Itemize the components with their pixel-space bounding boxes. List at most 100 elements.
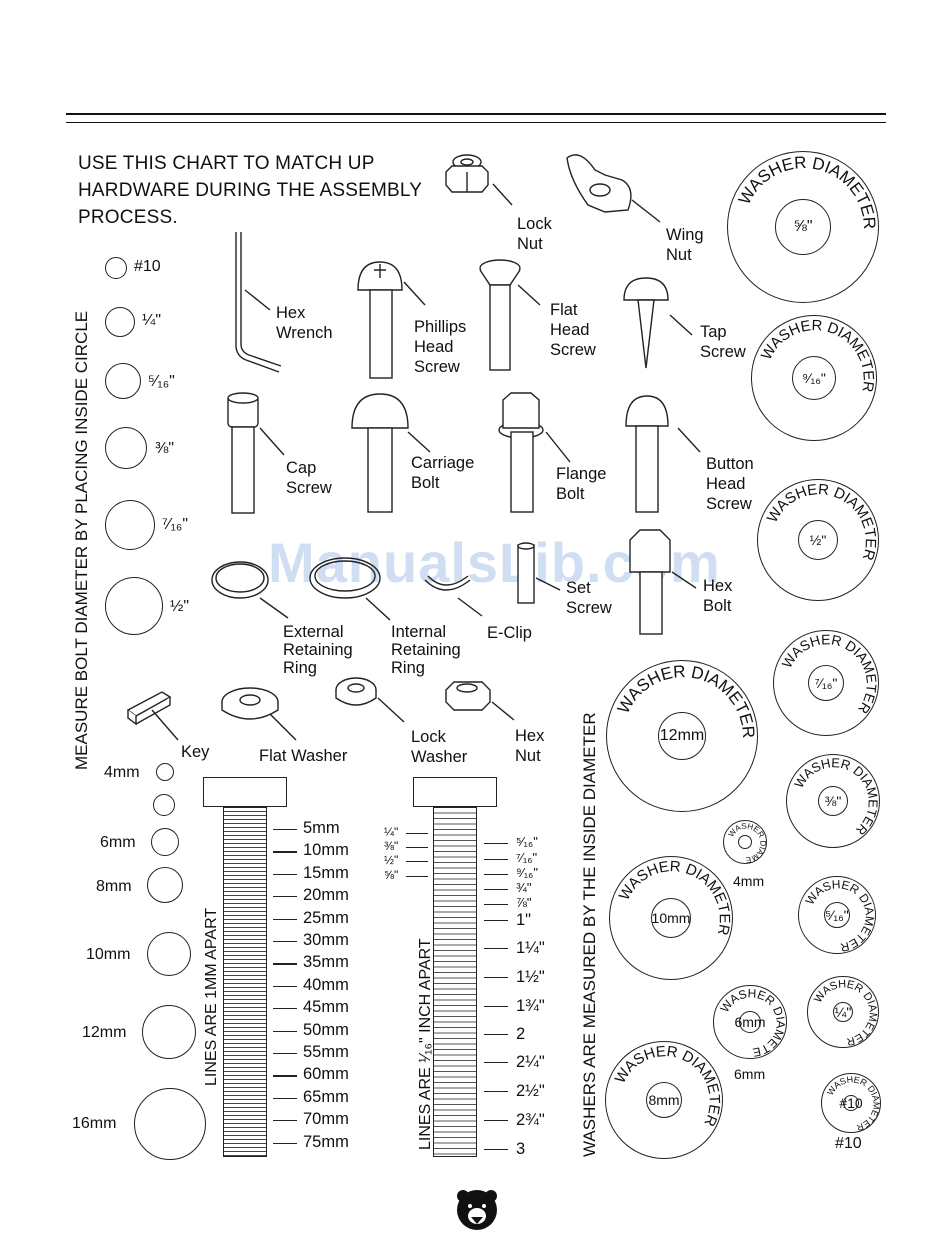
e-clip-label: E-Clip [487, 624, 532, 642]
flat-head-screw-icon [479, 259, 521, 371]
washer-size-label: ⁹⁄₁₆" [802, 370, 826, 386]
flat-washer-icon [221, 687, 279, 720]
mm-tick-line [273, 1097, 297, 1100]
mm-circle-label-8: 8mm [96, 878, 132, 895]
mm-circle-label-12: 12mm [82, 1024, 127, 1041]
inch-tick-label-left: ⅝" [384, 868, 399, 882]
washer-size-label: 10mm [651, 910, 691, 926]
inch-tick-line-right [484, 1120, 508, 1122]
mm-tick-label: 25mm [303, 908, 349, 927]
tap-screw-icon [623, 277, 669, 369]
carriage-bolt-icon [351, 393, 409, 513]
mm-tick-label: 60mm [303, 1065, 349, 1084]
inch-tick-line-right [484, 1034, 508, 1036]
gauge-label-1-4: ¼" [142, 312, 162, 329]
washer-diameter-text: WASHER DIAMETER [778, 631, 879, 717]
washer-gauge: WASHER DIAMETER [721, 814, 767, 865]
inch-tick-label-right: 1¾" [516, 997, 545, 1015]
washer-gauge: WASHER DIAMETER#10 [821, 1073, 882, 1133]
washer-diameter-text: WASHER DIAMETER [710, 975, 788, 1060]
washer-size-label: ¼" [834, 1004, 852, 1020]
mm-tick-label: 15mm [303, 863, 349, 882]
mm-rule-bolt-head [203, 777, 287, 807]
mm-circle-8 [147, 867, 183, 903]
inch-rule-shank [433, 807, 477, 1157]
mm-tick-label: 10mm [303, 841, 349, 860]
gauge-circle-7-16 [105, 500, 155, 550]
inch-tick-line-right [484, 904, 508, 906]
mm-tick-label: 50mm [303, 1020, 349, 1039]
washer-size-label: #10 [839, 1095, 863, 1111]
washer-hole [833, 1002, 853, 1022]
gauge-circle-5-16 [105, 363, 141, 399]
mm-tick-label: 5mm [303, 819, 340, 837]
button-head-screw-icon [625, 395, 669, 513]
mm-tick-label: 20mm [303, 886, 349, 905]
mm-rule-label: LINES ARE 1MM APART [203, 907, 220, 1086]
mm-tick-line [273, 1142, 297, 1144]
washer-diameter-text: WASHER DIAMETER [721, 814, 767, 865]
mm-tick-line [273, 985, 297, 988]
inch-tick-line-right [484, 1006, 508, 1008]
washer-diameter-text: WASHER DIAMETER [616, 858, 733, 937]
washer-diameter-text: WASHER DIAMETER [758, 317, 877, 393]
inch-tick-line-left [406, 876, 428, 878]
mm-circle-16 [134, 1088, 206, 1160]
mm-tick-line [273, 963, 297, 965]
mm-tick-line [273, 1008, 297, 1010]
mm-tick-line [273, 1120, 297, 1122]
mm-circle-12 [142, 1005, 196, 1059]
washer-diameter-text: WASHER DIAMETER [803, 877, 877, 954]
gauge-circle-3-8 [105, 427, 147, 469]
gauge-label-5-16: ⁵⁄₁₆" [148, 373, 175, 390]
bear-logo-icon [457, 1190, 497, 1230]
gauge-label-10: #10 [134, 258, 161, 275]
washer-hole [843, 1095, 859, 1111]
washer-hole [798, 520, 838, 560]
washer-diameter-text: WASHER DIAMETER [764, 481, 879, 562]
mm-circle-label-10: 10mm [86, 946, 131, 963]
mm-tick-label: 75mm [303, 1132, 349, 1151]
inch-tick-label-right: 1¼" [516, 939, 545, 957]
gauge-label-7-16: ⁷⁄₁₆" [162, 516, 188, 533]
inch-tick-label-left: ½" [384, 853, 399, 867]
flange-bolt-icon [498, 392, 544, 513]
hex-nut-icon [445, 681, 491, 711]
mm-tick-label: 30mm [303, 931, 349, 949]
inch-tick-line-right [484, 874, 508, 876]
washer-hole [658, 712, 706, 760]
mm-tick-line [273, 829, 297, 831]
washer-size-label: 6mm [734, 1014, 766, 1030]
washer-hole [739, 1011, 761, 1033]
set-screw-icon [517, 542, 535, 604]
washer-size-label: ⅝" [793, 218, 813, 235]
mm-tick-label: 40mm [303, 975, 349, 994]
inch-tick-line-right [484, 1149, 508, 1151]
inch-tick-line-left [406, 847, 428, 849]
lock-washer-icon [335, 677, 377, 706]
inch-tick-label-right: 1" [516, 911, 532, 929]
washer-hole [818, 786, 848, 816]
mm-circle-label-6: 6mm [100, 834, 136, 851]
inch-tick-line-right [484, 1091, 508, 1093]
washer-diameter-text: WASHER DIAMETER [614, 662, 758, 739]
inch-tick-label-right: 2 [516, 1025, 526, 1043]
wing-nut-icon [566, 154, 632, 213]
mm-tick-line [273, 1030, 297, 1032]
svg-text:WASHER DIAMETER: WASHER DIAMETER [778, 631, 879, 717]
mm-circle-label-16: 16mm [72, 1115, 117, 1132]
mm-tick-line [273, 873, 297, 876]
